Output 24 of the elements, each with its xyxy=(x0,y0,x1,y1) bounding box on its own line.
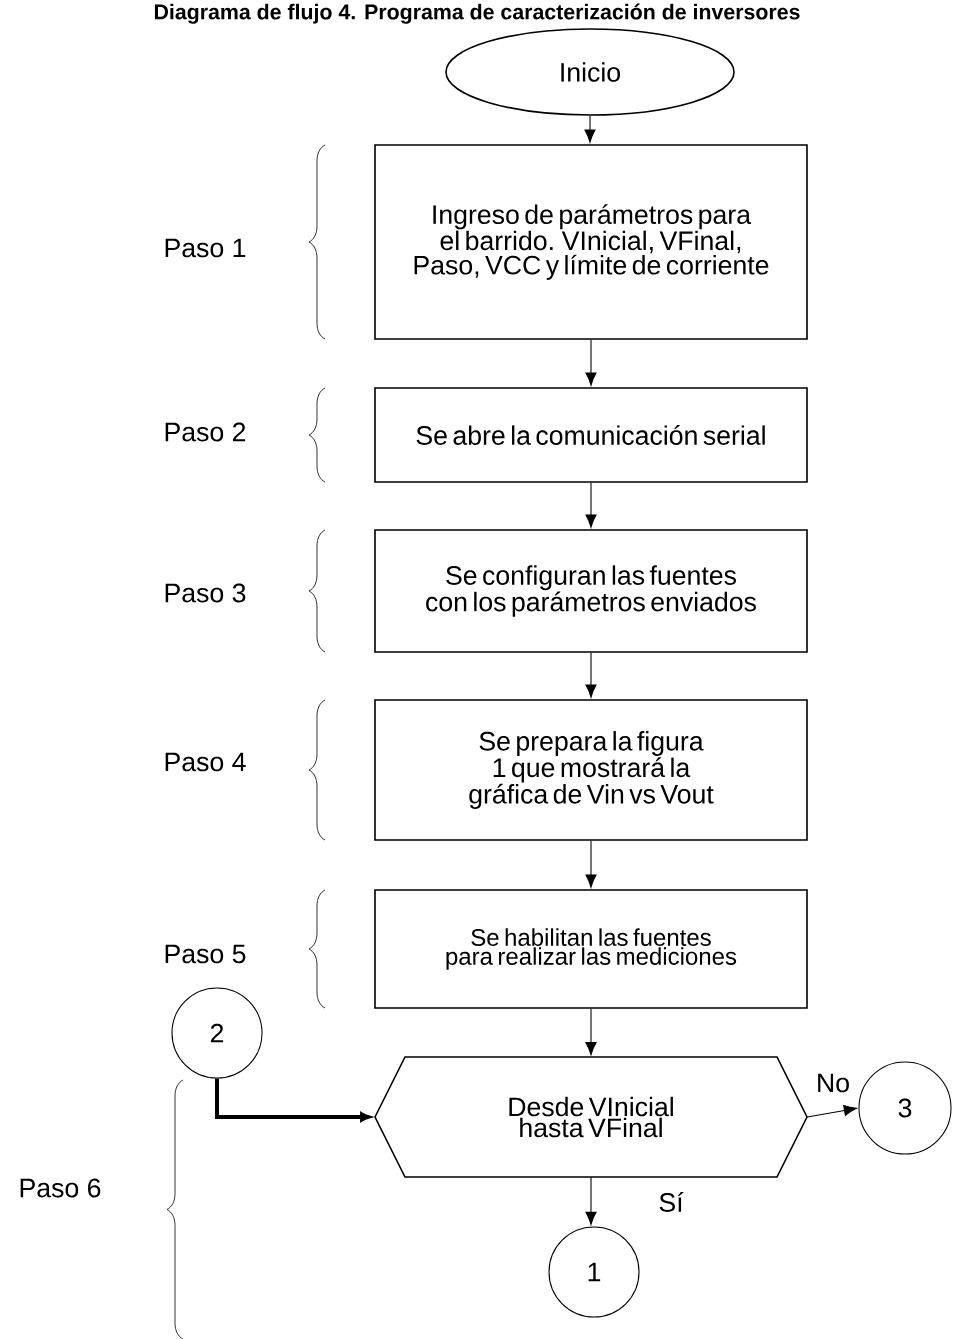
process-box: Se prepara la figura 1 que mostrará la gráfica de Vin vs Vout xyxy=(374,699,808,841)
arrow xyxy=(215,1078,371,1122)
step-label: Paso 6 xyxy=(20,1178,101,1198)
arrow xyxy=(585,1008,597,1056)
arrow xyxy=(585,482,597,528)
step-label: Paso 2 xyxy=(165,422,246,442)
step-label: Paso 5 xyxy=(165,944,246,964)
arrow xyxy=(585,652,597,698)
title: Diagrama de flujo 4. Programa de caracterización de inversores xyxy=(154,3,800,24)
step-label: Paso 4 xyxy=(165,752,246,772)
edge-label: No xyxy=(814,1072,852,1094)
arrow xyxy=(585,1176,597,1225)
edge-label: Sí xyxy=(657,1190,685,1214)
process-box: Ingreso de parámetros para el barrido. VInicial, VFinal, Paso, VCC y límite de corriente xyxy=(374,144,808,340)
arrow xyxy=(584,115,596,143)
process-box: Se habilitan las fuentes para realizar las mediciones xyxy=(374,889,808,1009)
process-box: Se configuran las fuentes con los parámetros enviados xyxy=(374,529,808,653)
arrow xyxy=(806,1104,857,1118)
arrow xyxy=(585,339,597,386)
arrow xyxy=(585,840,597,888)
step-label: Paso 3 xyxy=(165,583,246,603)
loop-hexagon: Desde VInicial hasta VFinal xyxy=(374,1056,808,1178)
process-box: Se abre la comunicación serial xyxy=(374,387,808,483)
step-label: Paso 1 xyxy=(165,238,246,258)
